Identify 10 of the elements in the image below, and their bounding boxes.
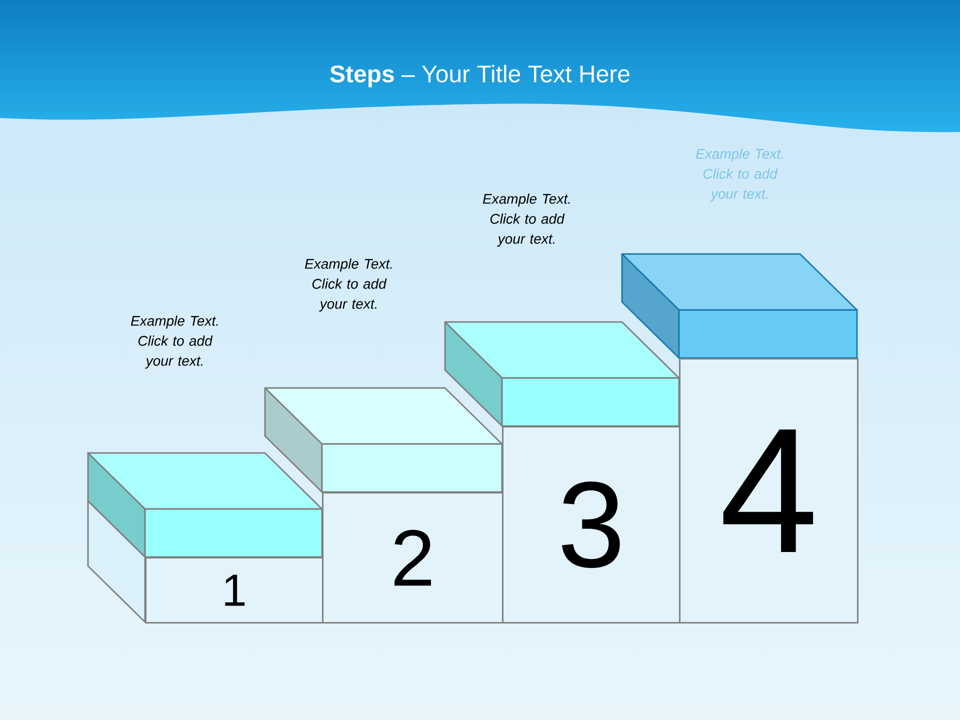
example-text: Example Text. Click to add your text. (304, 258, 392, 312)
example-text: Example Text. Click to add your text. (482, 194, 570, 247)
step-block: 3 (444, 321, 680, 624)
step-block: 4 (621, 253, 858, 624)
node-label: 1 (225, 574, 245, 606)
step-block: 2 (264, 387, 504, 624)
example-text: Example Text. Click to add your text. (130, 316, 218, 369)
example-text: Example Text. Click to add your text. (696, 148, 783, 202)
title: Steps – Your Title Text Here (330, 64, 630, 88)
step-block: 1 (87, 452, 324, 624)
